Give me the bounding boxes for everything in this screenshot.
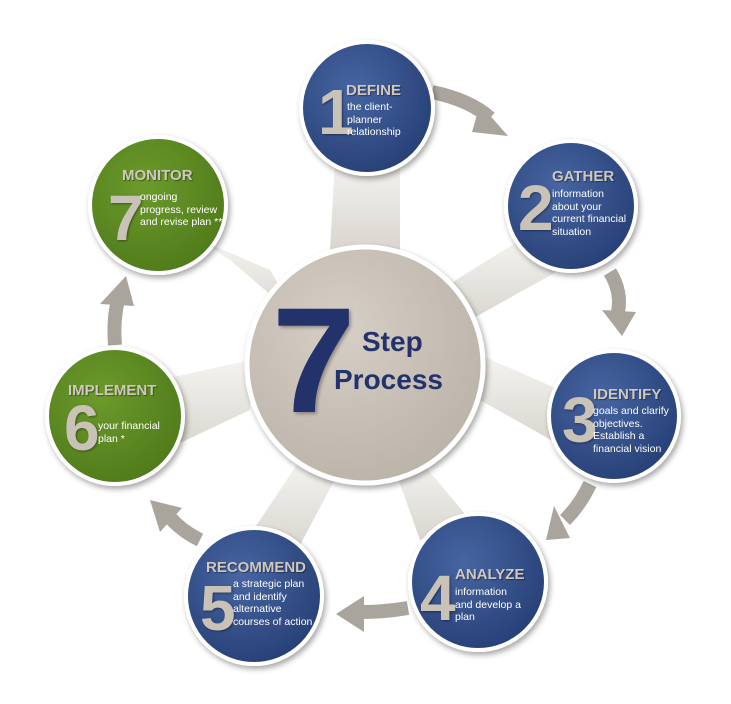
arrows bbox=[100, 85, 636, 632]
step-number: 5 bbox=[200, 572, 236, 644]
step-desc: the client-planner relationship bbox=[347, 101, 401, 138]
circle-step-5 bbox=[184, 526, 324, 666]
step-title: IMPLEMENT bbox=[68, 382, 157, 399]
step-title: MONITOR bbox=[122, 167, 193, 184]
step-desc: ongoing progress, review and revise plan… bbox=[140, 191, 223, 228]
circle-step-2 bbox=[504, 139, 638, 273]
center-step-label: Step bbox=[362, 326, 423, 357]
light-rays bbox=[160, 160, 560, 550]
step-desc: your financial plan * bbox=[98, 420, 160, 445]
step-number: 3 bbox=[562, 384, 598, 456]
circle-step-3 bbox=[547, 349, 681, 483]
circle-step-4 bbox=[408, 512, 548, 652]
step-number: 6 bbox=[64, 392, 100, 464]
circle-step-1 bbox=[299, 40, 435, 176]
step-title: RECOMMEND bbox=[206, 559, 306, 576]
step-title: IDENTIFY bbox=[593, 386, 662, 403]
step-number: 2 bbox=[518, 172, 554, 244]
step-desc: goals and clarify objectives. Establish … bbox=[593, 405, 669, 455]
step-title: GATHER bbox=[552, 168, 615, 185]
circle-step-6 bbox=[45, 346, 185, 486]
step-title: ANALYZE bbox=[455, 566, 525, 583]
step-number: 7 bbox=[108, 182, 144, 254]
step-number: 4 bbox=[420, 562, 456, 634]
step-desc: a strategic plan and identify alternativ… bbox=[233, 578, 313, 628]
step-desc: information about your current financial… bbox=[552, 188, 627, 238]
step-title: DEFINE bbox=[346, 82, 402, 99]
center-number: 7 bbox=[272, 276, 356, 444]
circle-step-7 bbox=[88, 135, 228, 275]
center-circle bbox=[244, 244, 486, 486]
step-desc: information and develop a plan bbox=[455, 586, 521, 623]
step-number: 1 bbox=[318, 76, 354, 148]
center-process-label: Process bbox=[334, 364, 443, 395]
